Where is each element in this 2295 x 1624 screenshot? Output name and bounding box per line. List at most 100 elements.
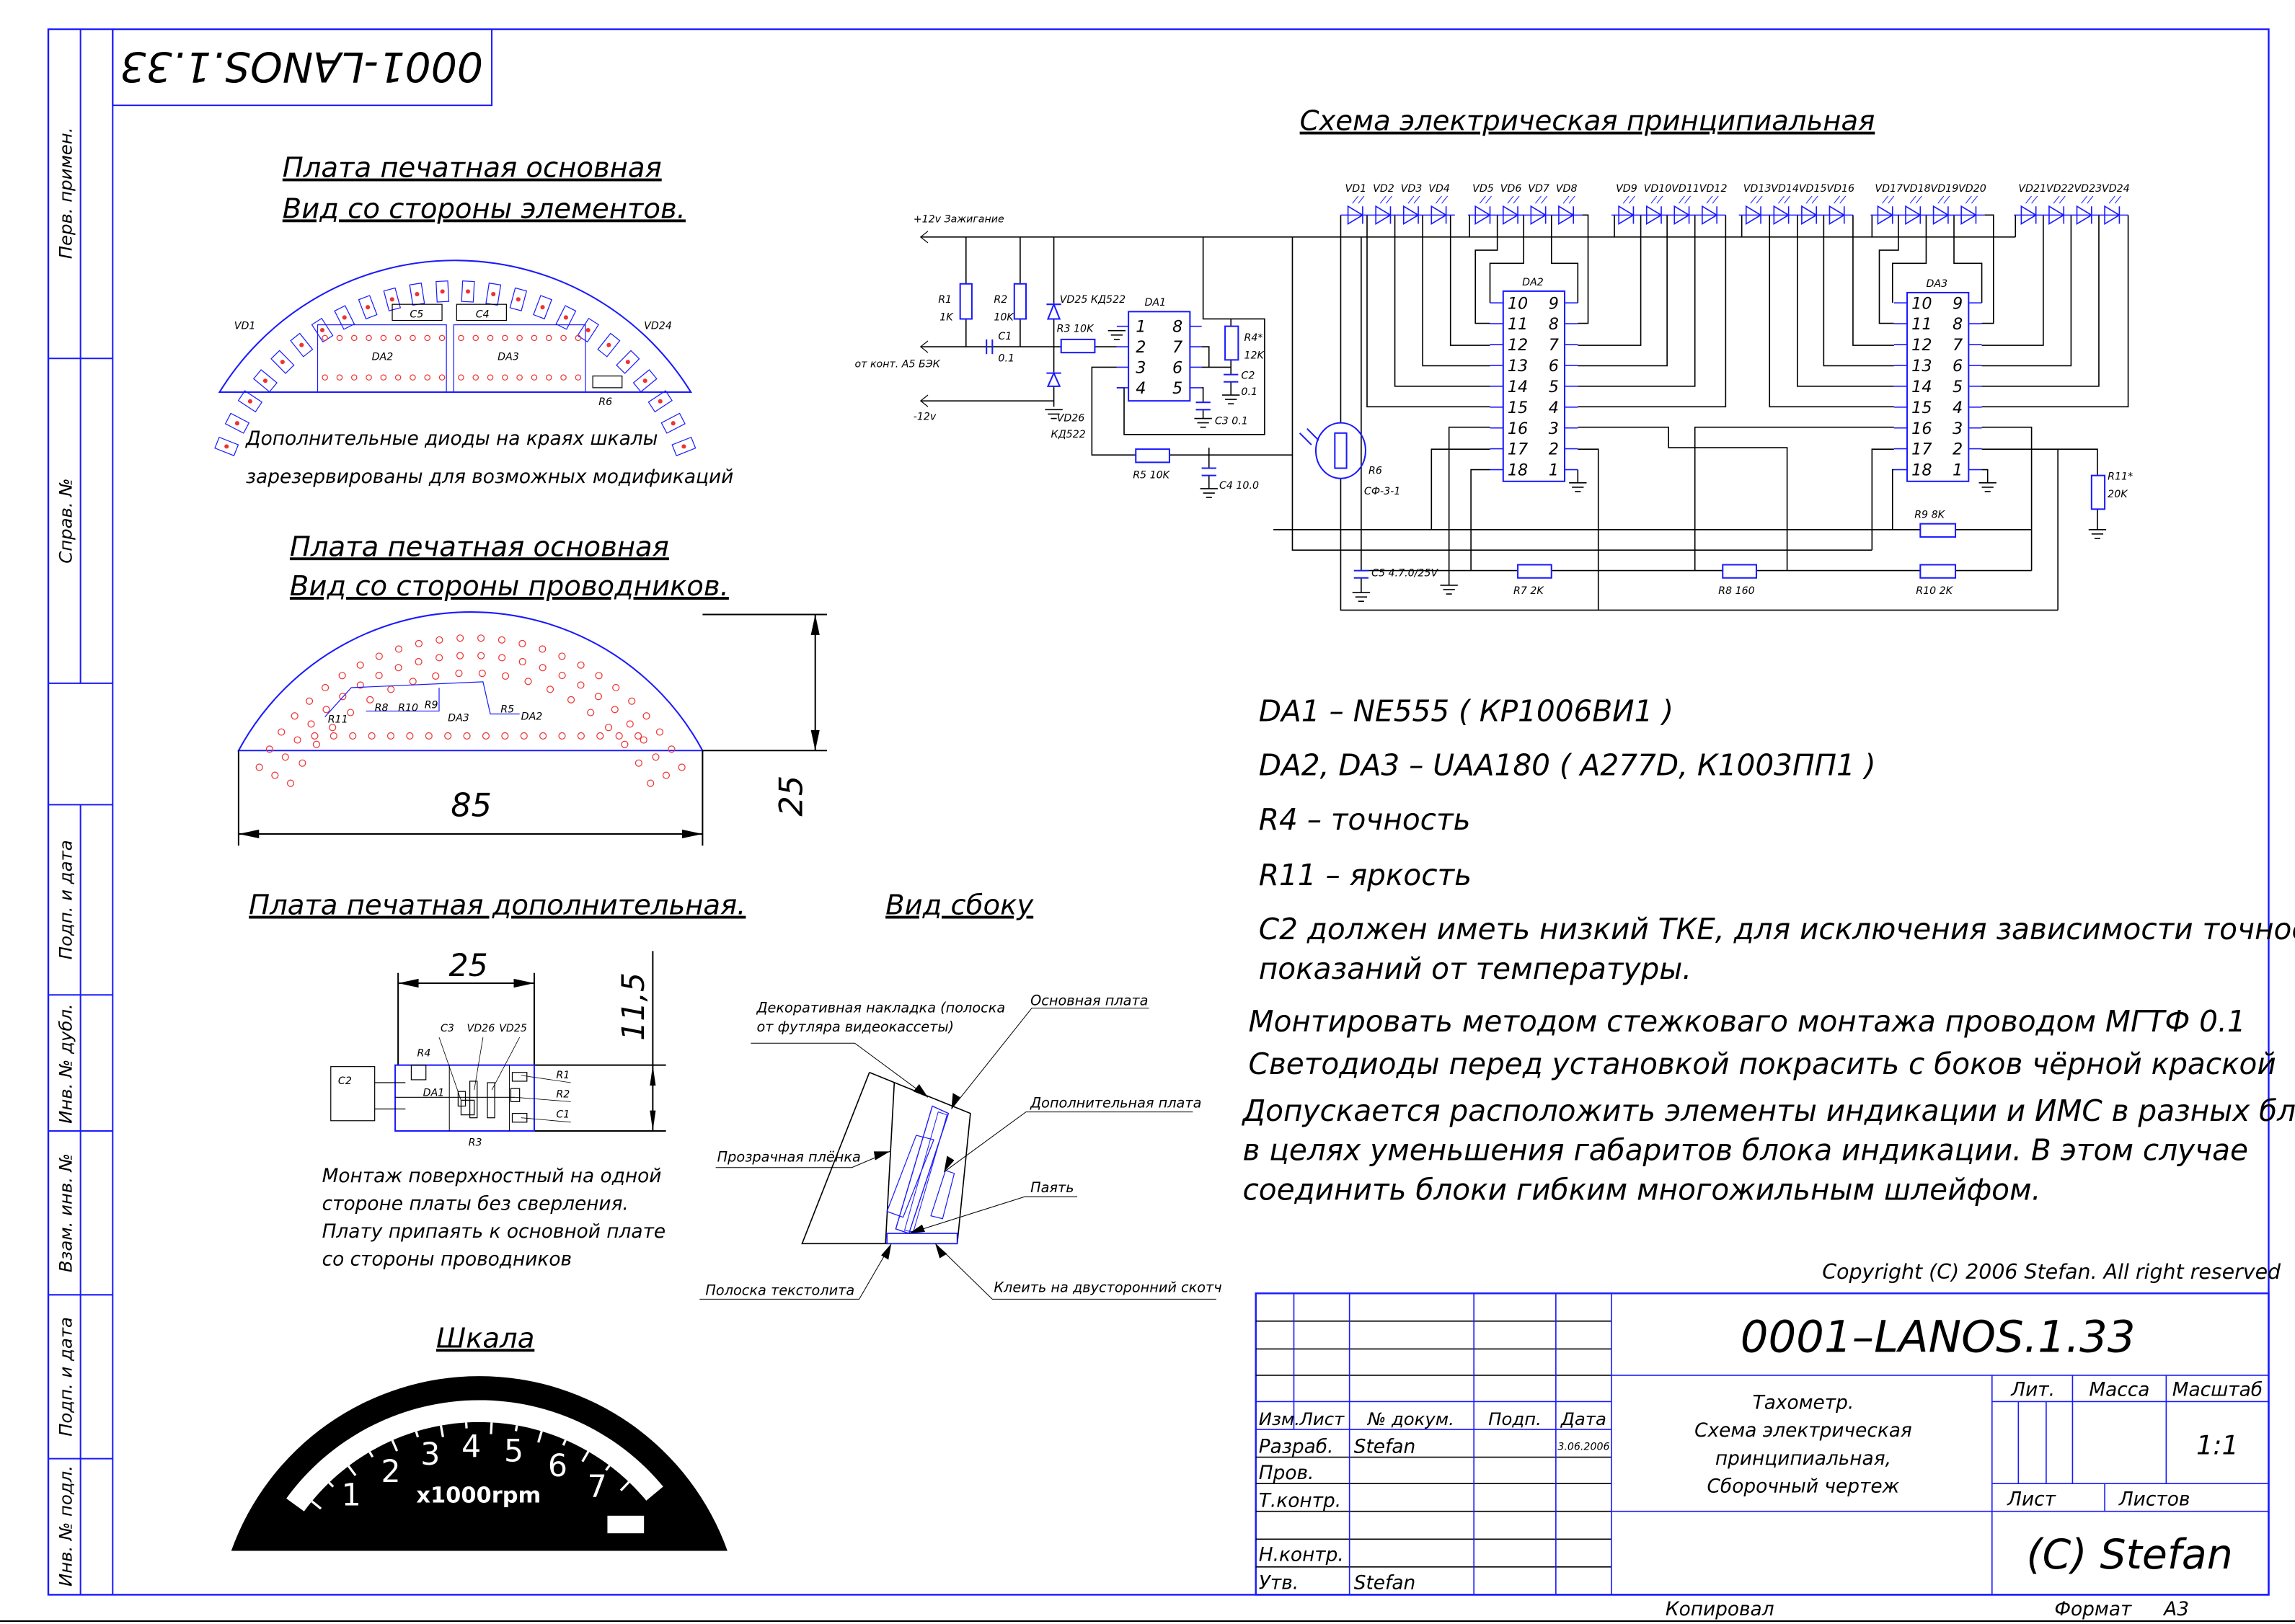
pad-dot: [596, 732, 604, 740]
pin-number: 11: [1911, 315, 1932, 334]
led-pad: [533, 295, 552, 320]
pcb-aux-note: Монтаж поверхностный на одной: [322, 1166, 662, 1187]
pad-dot: [595, 672, 603, 680]
col-sheet: Лист: [2007, 1489, 2056, 1511]
r2-label: R2: [994, 294, 1007, 306]
wire: [1091, 366, 1136, 456]
r8-label: R8 160: [1718, 585, 1754, 597]
pad-dot: [356, 661, 364, 669]
pcb-aux-title: Плата печатная дополнительная.: [249, 889, 746, 922]
pin-number: 6: [1172, 359, 1182, 378]
row-prov: Пров.: [1259, 1463, 1314, 1484]
wire: [1422, 215, 1490, 367]
pad-dot: [671, 421, 676, 426]
r7-label: R7 2K: [1513, 585, 1544, 597]
label-r10: R10: [398, 702, 418, 714]
pcb-aux-note: со стороны проводников: [322, 1249, 572, 1271]
wire: [1878, 215, 1899, 324]
format-value: А3: [2162, 1599, 2189, 1620]
pad-dot: [338, 672, 346, 680]
note-line: Светодиоды перед установкой покрасить с …: [1249, 1047, 2276, 1081]
light-arrow-icon: [1678, 195, 1692, 204]
side-label: Подп. и дата: [55, 1317, 76, 1437]
pcb-aux-view: Плата печатная дополнительная. 25 11,5 C…: [249, 889, 746, 1271]
col-sign: Подп.: [1488, 1408, 1542, 1429]
led-label: VD15: [1799, 183, 1827, 195]
pad-dot: [456, 652, 464, 660]
pad-dot: [658, 399, 663, 404]
ground-icon: [1978, 482, 1996, 492]
side-view: Вид сбоку Декоративная накладка (полоска…: [699, 889, 1222, 1300]
pad-dot: [415, 657, 423, 666]
pin-number: 4: [1953, 399, 1963, 417]
pad-dot: [463, 732, 471, 740]
led-label: VD24: [2102, 183, 2130, 195]
led-diode-icon: [1502, 205, 1519, 225]
pad-dot: [356, 681, 364, 689]
pin-number: 8: [1953, 315, 1963, 334]
scale-numbers: 1 2 3 4 5 6 7: [342, 1429, 607, 1514]
pad-dot: [406, 732, 414, 740]
pad-dot: [487, 334, 494, 342]
note-line: C2 должен иметь низкий ТКЕ, для исключен…: [1259, 912, 2295, 946]
pad-dot: [440, 289, 445, 294]
supply-minus-label: -12v: [914, 412, 937, 423]
pad-dot: [652, 753, 660, 761]
wire: [1871, 448, 1894, 551]
capacitor-c1: [986, 339, 994, 355]
pad-dot: [322, 706, 330, 714]
scale-tick: [348, 1465, 357, 1476]
format-label: Формат: [2054, 1599, 2132, 1620]
pad-dot: [560, 334, 567, 342]
ground-icon: [1440, 585, 1458, 595]
r11-value: 20K: [2108, 489, 2128, 500]
pad-dot: [350, 334, 358, 342]
side-view-title: Вид сбоку: [885, 889, 1034, 922]
col-massa: Масса: [2089, 1379, 2149, 1401]
label-r11: R11: [328, 714, 348, 726]
scale-number: 5: [504, 1434, 523, 1470]
light-arrow-icon: [1937, 195, 1950, 204]
led-pad: [660, 412, 686, 434]
pad-dot: [465, 289, 471, 294]
pad-dot: [438, 374, 446, 381]
c1-value: 0.1: [998, 352, 1014, 364]
scale-tick: [605, 1465, 611, 1471]
pcb-aux-note: стороне платы без сверления.: [322, 1194, 629, 1215]
pad-dot: [380, 374, 387, 381]
pcb-top-note: зарезервированы для возможных модификаци…: [246, 466, 733, 488]
light-arrow-icon: [1507, 195, 1520, 204]
light-arrow-icon: [1706, 195, 1719, 204]
utv-name: Stefan: [1354, 1572, 1415, 1594]
scale-number: 4: [461, 1429, 481, 1465]
pad-dot: [531, 374, 538, 381]
scale-tick: [439, 1425, 444, 1437]
scale-tick: [581, 1450, 590, 1463]
led-pad: [461, 280, 475, 303]
pad-dot: [394, 374, 402, 381]
led-label: VD11: [1671, 183, 1699, 195]
led-label: VD18: [1903, 183, 1931, 195]
wire: [1769, 215, 1894, 408]
led-diode-icon: [1558, 205, 1575, 225]
led-diode-icon: [2076, 205, 2093, 225]
photoresistor-r6: [1299, 422, 1366, 479]
wire: [1449, 215, 1490, 346]
pin-number: 1: [1549, 461, 1559, 480]
pad-dot: [524, 678, 532, 685]
razrab-name: Stefan: [1354, 1437, 1415, 1458]
pad-dot: [491, 291, 496, 297]
note-line: показаний от температуры.: [1259, 951, 1692, 986]
pad-dot: [634, 732, 642, 740]
row-utv: Утв.: [1259, 1572, 1299, 1594]
wire: [1981, 214, 1994, 324]
scale-title: Шкала: [436, 1322, 534, 1354]
ground-icon: [2088, 528, 2107, 539]
pad-dot: [312, 740, 320, 748]
led-pad: [435, 280, 450, 303]
ic-da1: [1128, 311, 1191, 402]
led-diode-icon: [1932, 205, 1950, 225]
scale-value: 1:1: [2196, 1430, 2239, 1461]
led-label: VD13: [1743, 183, 1772, 195]
